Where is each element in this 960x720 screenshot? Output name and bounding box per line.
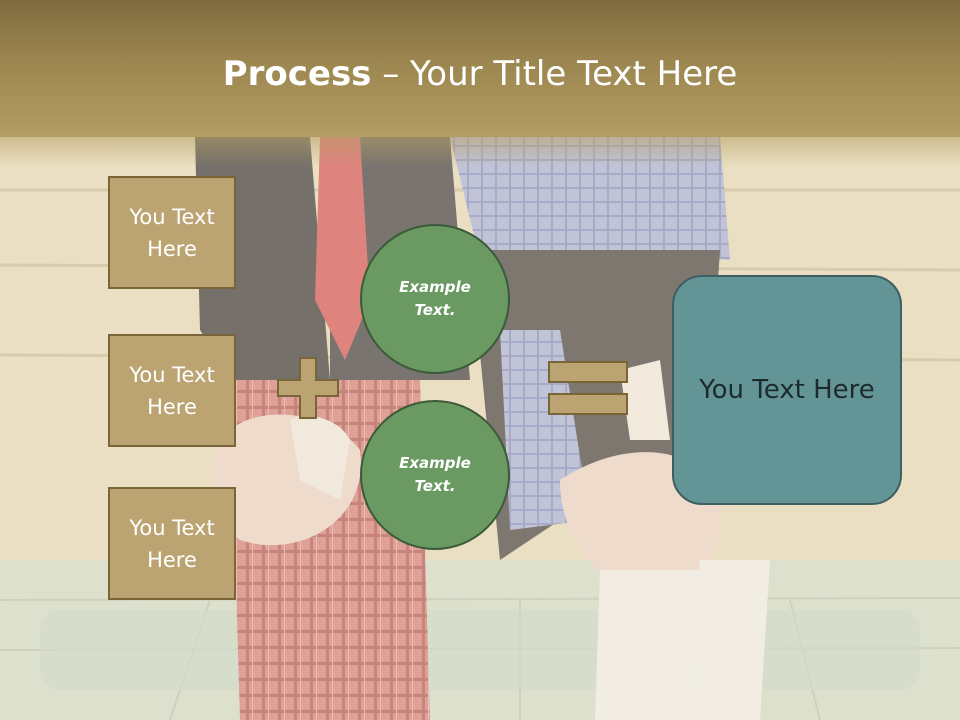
example-circle-2[interactable]: Example Text. <box>360 400 510 550</box>
example-circle-1-label: Example Text. <box>399 278 471 319</box>
title-rest: – Your Title Text Here <box>371 54 738 94</box>
text-box-1[interactable]: You Text Here <box>108 176 236 289</box>
text-box-3[interactable]: You Text Here <box>108 487 236 600</box>
equals-icon <box>548 361 628 415</box>
result-box-label: You Text Here <box>699 375 875 405</box>
text-box-3-label: You Text Here <box>129 515 215 572</box>
slide-title[interactable]: Process – Your Title Text Here <box>0 50 960 98</box>
text-box-2-label: You Text Here <box>129 362 215 419</box>
title-bar <box>0 0 960 137</box>
title-strong: Process <box>222 54 372 94</box>
example-circle-2-label: Example Text. <box>399 454 471 495</box>
plus-icon <box>277 357 339 419</box>
text-box-1-label: You Text Here <box>129 204 215 261</box>
result-box[interactable]: You Text Here <box>672 275 902 505</box>
title-bar-fade <box>0 137 960 167</box>
example-circle-1[interactable]: Example Text. <box>360 224 510 374</box>
text-box-2[interactable]: You Text Here <box>108 334 236 447</box>
